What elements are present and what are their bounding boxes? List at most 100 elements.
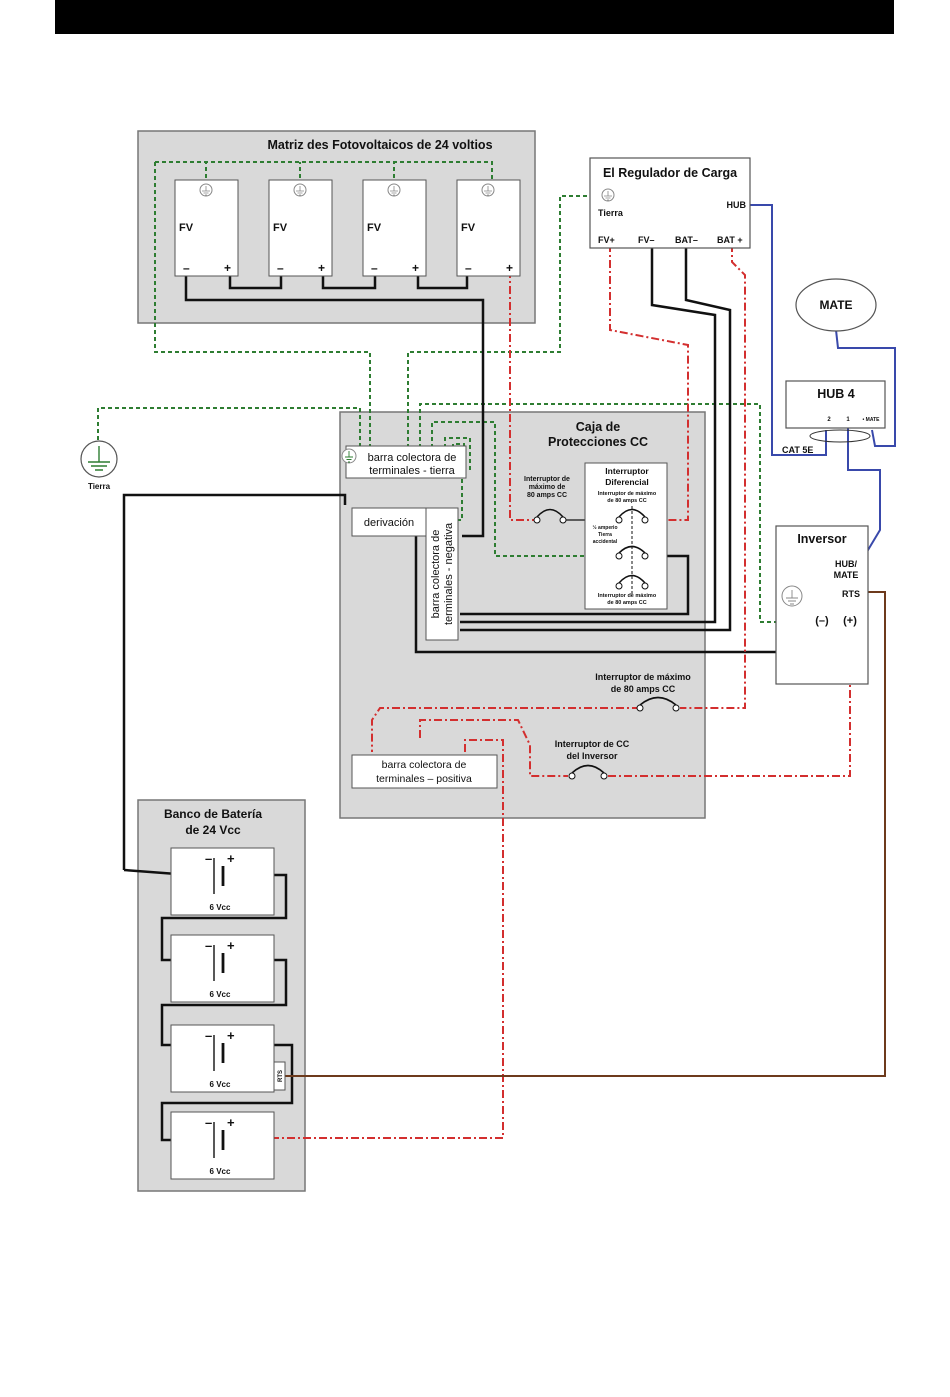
gfp-mid-label-line2: Tierra [598, 532, 612, 538]
pv-panel: FV – + [456, 179, 521, 277]
comm-wires [750, 204, 896, 561]
breaker-terminal [615, 552, 623, 560]
breaker-arc [618, 574, 646, 584]
breaker-arc [618, 508, 646, 518]
neg-bus-label-line1: barra colectora de [430, 530, 442, 619]
terminal-pv-pos: FV+ [598, 235, 615, 245]
negative-bus-bar: barra colectora de terminales - negativa [425, 507, 459, 641]
hub4-port-mate: • MATE [863, 417, 881, 423]
pv-pos-terminal: + [412, 261, 419, 275]
battery-cell: – + 6 Vcc [170, 847, 275, 916]
battery-rts-sensor [273, 1061, 286, 1091]
battery-bank-title-line1: Banco de Batería [164, 807, 262, 821]
ground-bus-bar: barra colectora de terminales - tierra [341, 445, 467, 479]
pv-label: FV [461, 222, 476, 234]
inverter-rts-label: RTS [842, 589, 860, 599]
pv-neg-terminal: – [465, 261, 472, 275]
inverter-hub-mate-line1: HUB/ [835, 559, 857, 569]
battery-neg-terminal: – [205, 1028, 212, 1043]
breaker-terminal [641, 582, 649, 590]
breaker-terminal [600, 772, 608, 780]
breaker-terminal [568, 772, 576, 780]
pv-panel: FV – + [362, 179, 427, 277]
pv-breaker-label-line2: máximo de [529, 484, 566, 491]
mate-label: MATE [819, 298, 852, 312]
battery-pos-terminal: + [227, 851, 235, 866]
inverter: Inversor HUB/ MATE RTS (–) (+) [775, 525, 869, 685]
terminal-bat-pos: BAT + [717, 235, 743, 245]
solar-array-title: Matriz des Fotovoltaicos de 24 voltios [267, 138, 492, 152]
battery-cell-label: 6 Vcc [210, 1167, 231, 1176]
gfp-bottom-label-line2: de 80 amps CC [607, 600, 646, 606]
battery-breaker-label-line1: Interruptor de máximo [595, 672, 691, 682]
pv-breaker-label-line3: 80 amps CC [527, 492, 567, 499]
earth-ground-label: Tierra [88, 482, 111, 491]
pv-neg-terminal: – [277, 261, 284, 275]
charge-controller-title: El Regulador de Carga [603, 166, 738, 180]
breaker-arc [571, 764, 605, 774]
gfp-bottom-label-line1: Interruptor de máximo [598, 593, 657, 599]
positive-wires [240, 244, 851, 1139]
gfp-title-line1: Interruptor [605, 466, 649, 476]
breaker-arc [639, 696, 677, 706]
battery-cell-label: 6 Vcc [210, 903, 231, 912]
cat5e-label: CAT 5E [782, 445, 813, 455]
battery-breaker: Interruptor de máximo de 80 amps CC [595, 672, 691, 712]
battery-rts-label: RTS [278, 1070, 284, 1082]
battery-cell: – + 6 Vcc [170, 1111, 275, 1180]
rts-wire [285, 591, 886, 1077]
terminal-bat-neg: BAT– [675, 235, 698, 245]
pv-pos-terminal: + [224, 261, 231, 275]
dc-box-title-line1: Caja de [576, 420, 621, 434]
battery-cell-label: 6 Vcc [210, 990, 231, 999]
inverter-breaker-label-line1: Interruptor de CC [555, 739, 630, 749]
breaker-terminal [636, 704, 644, 712]
charge-controller-ground-label: Tierra [598, 208, 624, 218]
pv-neg-terminal: – [183, 261, 190, 275]
gfp-module: Interruptor Diferencial Interruptor de m… [584, 462, 668, 610]
breaker-terminal [641, 552, 649, 560]
battery-pos-terminal: + [227, 938, 235, 953]
hub4-port-2: 2 [827, 417, 831, 423]
battery-cell-label: 6 Vcc [210, 1080, 231, 1089]
breaker-terminal [641, 516, 649, 524]
pv-panel: FV – + [174, 179, 239, 277]
gfp-mid-label-line3: accidental [593, 539, 618, 545]
mate-remote: MATE [795, 278, 877, 332]
battery-breaker-label-line2: de 80 amps CC [611, 684, 676, 694]
cat5e-cable-bundle [809, 429, 871, 443]
battery-neg-terminal: – [205, 851, 212, 866]
breaker-terminal [533, 516, 541, 524]
neg-bus-label-line2: terminales - negativa [443, 522, 455, 625]
gfp-top-label-line1: Interruptor de máximo [598, 491, 657, 497]
gfp-top-label-line2: de 80 amps CC [607, 498, 646, 504]
positive-bus-bar: barra colectora de terminales – positiva [351, 754, 498, 789]
hub4-title: HUB 4 [817, 387, 855, 401]
pv-breaker-label-line1: Interruptor de [524, 476, 570, 483]
ground-bus-label-line2: terminales - tierra [369, 465, 455, 477]
breaker-terminal [615, 516, 623, 524]
pv-panel: FV – + [268, 179, 333, 277]
pv-pos-terminal: + [318, 261, 325, 275]
battery-bank-title-line2: de 24 Vcc [185, 823, 241, 837]
ground-bus-label-line1: barra colectora de [368, 452, 457, 464]
gfp-mid-label-line1: ½ amperio [592, 524, 617, 531]
battery-neg-terminal: – [205, 938, 212, 953]
battery-neg-terminal: – [205, 1115, 212, 1130]
pv-label: FV [179, 222, 194, 234]
inverter-breaker-label-line2: del Inversor [566, 751, 618, 761]
breaker-terminal [615, 582, 623, 590]
inverter-title: Inversor [797, 532, 846, 546]
charge-controller: El Regulador de Carga Tierra HUB FV+ FV–… [589, 157, 751, 249]
shunt: derivación [351, 507, 427, 537]
pos-bus-label-line2: terminales – positiva [376, 773, 472, 785]
inverter-neg-terminal: (–) [815, 615, 829, 627]
battery-pos-terminal: + [227, 1028, 235, 1043]
dc-box-title-line2: Protecciones CC [548, 435, 648, 449]
inverter-hub-mate-line2: MATE [834, 570, 859, 580]
inverter-pos-terminal: (+) [843, 615, 857, 627]
pv-label: FV [273, 222, 288, 234]
header-bar [55, 0, 894, 34]
terminal-pv-neg: FV– [638, 235, 655, 245]
